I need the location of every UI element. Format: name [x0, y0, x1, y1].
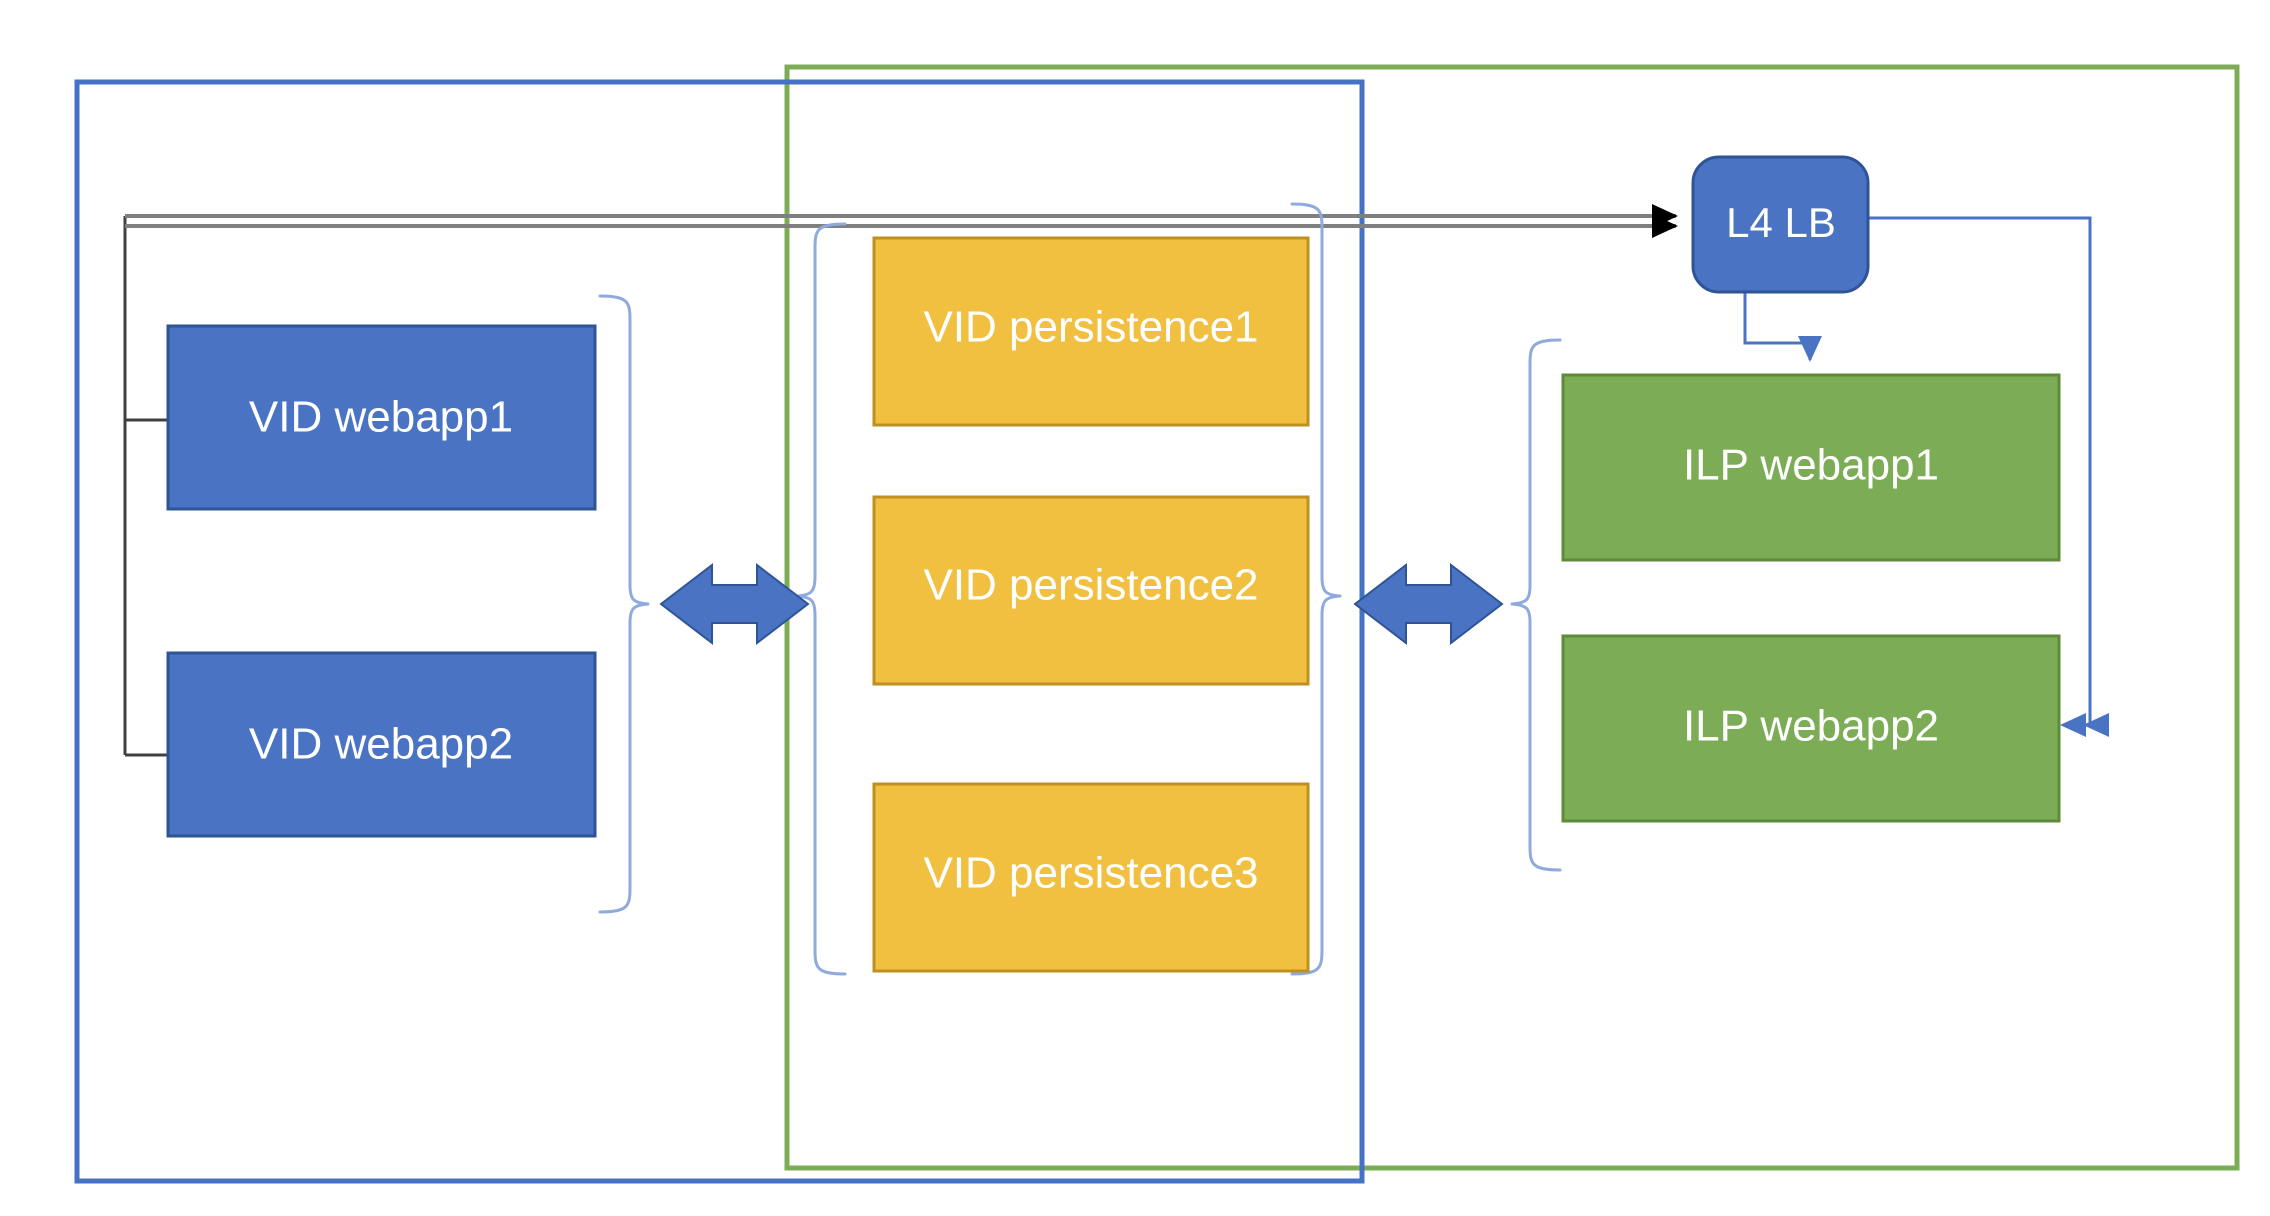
- lb-to-ilp-webapp1-line: [1743, 292, 1822, 362]
- persistence-to-ilp-arrow: [1353, 562, 1504, 646]
- node-vid-persistence1[interactable]: VID persistence1: [872, 236, 1310, 427]
- ilp-webapp2-arrowhead: [2060, 713, 2086, 737]
- node-vid-persistence3[interactable]: VID persistence3: [872, 782, 1310, 973]
- node-ilp-webapp2[interactable]: ILP webapp2: [1561, 634, 2061, 823]
- vid-persistence-left-brace: [795, 222, 847, 976]
- ilp-webapps-brace: [1510, 338, 1562, 872]
- node-label-ilp-webapp2: ILP webapp2: [1683, 702, 1939, 751]
- node-label-ilp-webapp1: ILP webapp1: [1683, 441, 1939, 490]
- node-ilp-webapp1[interactable]: ILP webapp1: [1561, 373, 2061, 562]
- node-label-vid-webapp1: VID webapp1: [249, 393, 513, 442]
- vid-to-persistence-arrow: [659, 562, 810, 646]
- vid-persistence-right-brace: [1290, 202, 1342, 976]
- node-label-vid-webapp2: VID webapp2: [249, 720, 513, 769]
- node-label-l4-lb: L4 LB: [1726, 199, 1836, 246]
- node-label-vid-persistence1: VID persistence1: [923, 303, 1258, 352]
- node-label-vid-persistence3: VID persistence3: [923, 849, 1258, 898]
- vid-webapps-brace: [598, 294, 650, 914]
- blue-container: [74, 79, 1365, 1184]
- node-vid-webapp2[interactable]: VID webapp2: [166, 651, 597, 838]
- node-l4-lb[interactable]: L4 LB: [1691, 155, 1870, 294]
- node-vid-persistence2[interactable]: VID persistence2: [872, 495, 1310, 686]
- node-label-vid-persistence2: VID persistence2: [923, 561, 1258, 610]
- node-vid-webapp1[interactable]: VID webapp1: [166, 324, 597, 511]
